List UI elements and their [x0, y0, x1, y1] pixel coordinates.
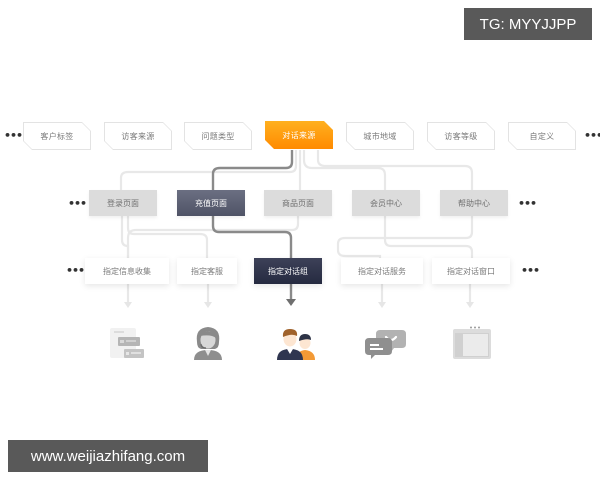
group-icon: [277, 329, 315, 360]
dimension-chip-label: 客户标签: [24, 123, 90, 149]
more-left-row2[interactable]: •••: [68, 197, 87, 210]
page-box-product[interactable]: 商品页面: [264, 190, 332, 216]
dimension-chip-label: 访客等级: [428, 123, 494, 149]
dimension-chip-visitor-source[interactable]: 访客来源: [104, 122, 172, 150]
dimension-chip-label: 城市地域: [347, 123, 413, 149]
dimension-chip-question-type[interactable]: 问题类型: [184, 122, 252, 150]
more-left-row3[interactable]: •••: [66, 264, 85, 277]
target-box-conversation-window[interactable]: 指定对话窗口: [432, 258, 510, 284]
watermark-tg: TG: MYYJJPP: [464, 8, 592, 40]
more-right-row1[interactable]: •••: [584, 129, 600, 142]
page-box-member-center[interactable]: 会员中心: [352, 190, 420, 216]
target-box-agent[interactable]: 指定客服: [177, 258, 237, 284]
more-right-row2[interactable]: •••: [518, 197, 537, 210]
dimension-chip-customer-tag[interactable]: 客户标签: [23, 122, 91, 150]
chat-bubbles-icon: [365, 330, 406, 359]
dimension-chip-custom[interactable]: 自定义: [508, 122, 576, 150]
page-box-help-center[interactable]: 帮助中心: [440, 190, 508, 216]
target-box-info-collection[interactable]: 指定信息收集: [85, 258, 169, 284]
watermark-website: www.weijiazhifang.com: [8, 440, 208, 472]
page-box-recharge[interactable]: 充值页面: [177, 190, 245, 216]
more-right-row3[interactable]: •••: [521, 264, 540, 277]
more-left-row1[interactable]: •••: [4, 129, 23, 142]
page-box-login[interactable]: 登录页面: [89, 190, 157, 216]
dimension-chip-visitor-level[interactable]: 访客等级: [427, 122, 495, 150]
target-box-conversation-group[interactable]: 指定对话组: [254, 258, 322, 284]
dimension-chip-label: 访客来源: [105, 123, 171, 149]
dimension-chip-label: 问题类型: [185, 123, 251, 149]
dimension-chip-label: 自定义: [509, 123, 575, 149]
form-icon: [110, 328, 144, 358]
dimension-chip-city-region[interactable]: 城市地域: [346, 122, 414, 150]
dimension-chip-label: 对话来源: [265, 121, 333, 149]
target-box-conversation-service[interactable]: 指定对话服务: [341, 258, 423, 284]
dimension-chip-conversation-source[interactable]: 对话来源: [265, 121, 333, 149]
agent-icon: [194, 327, 222, 360]
window-icon: [453, 326, 491, 359]
